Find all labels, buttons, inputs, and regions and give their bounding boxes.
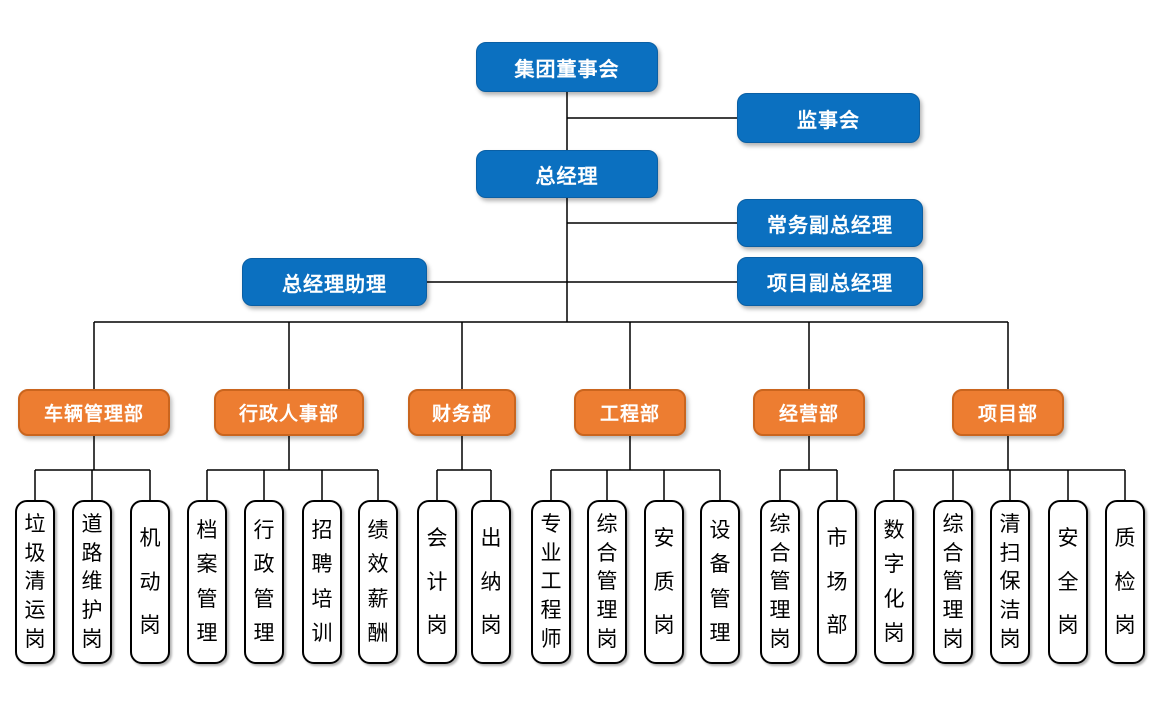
node-project-deputy-gm-label: 项目副总经理 [767,273,893,295]
node-gm-assistant: 总经理助理 [242,258,427,306]
dept-label: 财务部 [431,404,492,425]
node-pos-market: 市场部 [817,500,857,664]
node-pos-admin-management: 行政管理 [244,500,284,664]
node-dept-project: 项目部 [952,389,1064,436]
node-dept-engineering: 工程部 [574,389,686,436]
node-dept-business: 经营部 [753,389,865,436]
node-pos-general-management-biz: 综合管理岗 [760,500,800,664]
node-pos-sweeping-cleaning: 清扫保洁岗 [990,500,1030,664]
node-pos-archive-management: 档案管理 [187,500,227,664]
node-dept-vehicle-management: 车辆管理部 [18,389,170,436]
node-general-manager: 总经理 [476,150,658,198]
node-board-label: 集团董事会 [514,58,620,81]
dept-label: 经营部 [778,404,839,425]
dept-label: 项目部 [977,404,1038,425]
node-supervisory-board: 监事会 [737,93,920,143]
node-dept-finance: 财务部 [408,389,516,436]
node-general-manager-label: 总经理 [535,165,599,188]
node-pos-road-maintenance: 道路维护岗 [72,500,112,664]
node-pos-equipment-management: 设备管理 [700,500,740,664]
node-pos-accounting: 会计岗 [417,500,457,664]
dept-label: 行政人事部 [238,404,339,425]
node-pos-digitalization: 数字化岗 [874,500,914,664]
node-gm-assistant-label: 总经理助理 [282,273,387,296]
node-project-deputy-gm: 项目副总经理 [737,257,923,306]
node-supervisory-board-label: 监事会 [797,109,860,132]
node-executive-deputy-gm: 常务副总经理 [737,199,923,247]
node-executive-deputy-gm-label: 常务副总经理 [767,214,893,237]
node-pos-mobile: 机动岗 [130,500,170,664]
node-pos-safety-quality: 安质岗 [644,500,684,664]
node-pos-general-management-eng: 综合管理岗 [587,500,627,664]
node-pos-safety: 安全岗 [1048,500,1088,664]
node-dept-admin-hr: 行政人事部 [214,389,364,436]
dept-label: 车辆管理部 [43,404,144,425]
node-pos-general-management-proj: 综合管理岗 [933,500,973,664]
node-board: 集团董事会 [476,42,658,92]
dept-label: 工程部 [599,404,660,425]
node-pos-cashier: 出纳岗 [471,500,511,664]
node-pos-garbage-removal: 垃圾清运岗 [15,500,55,664]
node-pos-recruit-training: 招聘培训 [302,500,342,664]
node-pos-professional-engineer: 专业工程师 [531,500,571,664]
node-pos-quality-inspection: 质检岗 [1105,500,1145,664]
node-pos-performance-pay: 绩效薪酬 [358,500,398,664]
